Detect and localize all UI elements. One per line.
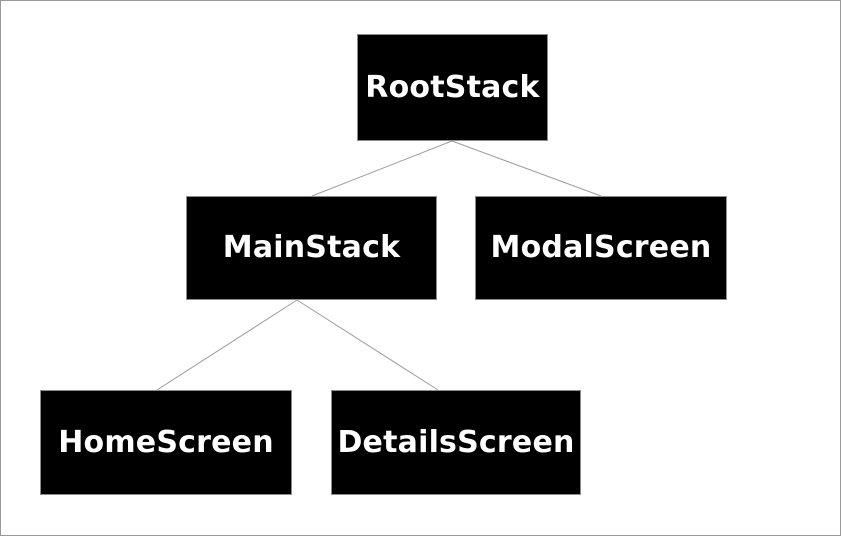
node-mainstack[interactable]: MainStack — [186, 196, 437, 300]
node-detailsscreen-label: DetailsScreen — [337, 424, 575, 460]
node-rootstack-label: RootStack — [365, 69, 540, 105]
edge-rootstack-modalscreen — [451, 140, 602, 197]
node-detailsscreen[interactable]: DetailsScreen — [331, 390, 581, 495]
node-modalscreen[interactable]: ModalScreen — [475, 196, 727, 300]
edge-rootstack-mainstack — [311, 140, 453, 197]
node-mainstack-label: MainStack — [222, 230, 401, 265]
node-rootstack[interactable]: RootStack — [357, 34, 548, 141]
node-modalscreen-label: ModalScreen — [490, 230, 712, 265]
node-homescreen[interactable]: HomeScreen — [40, 390, 292, 495]
node-homescreen-label: HomeScreen — [58, 424, 274, 460]
edge-mainstack-detailsscreen — [296, 299, 439, 391]
edge-mainstack-homescreen — [156, 299, 298, 391]
